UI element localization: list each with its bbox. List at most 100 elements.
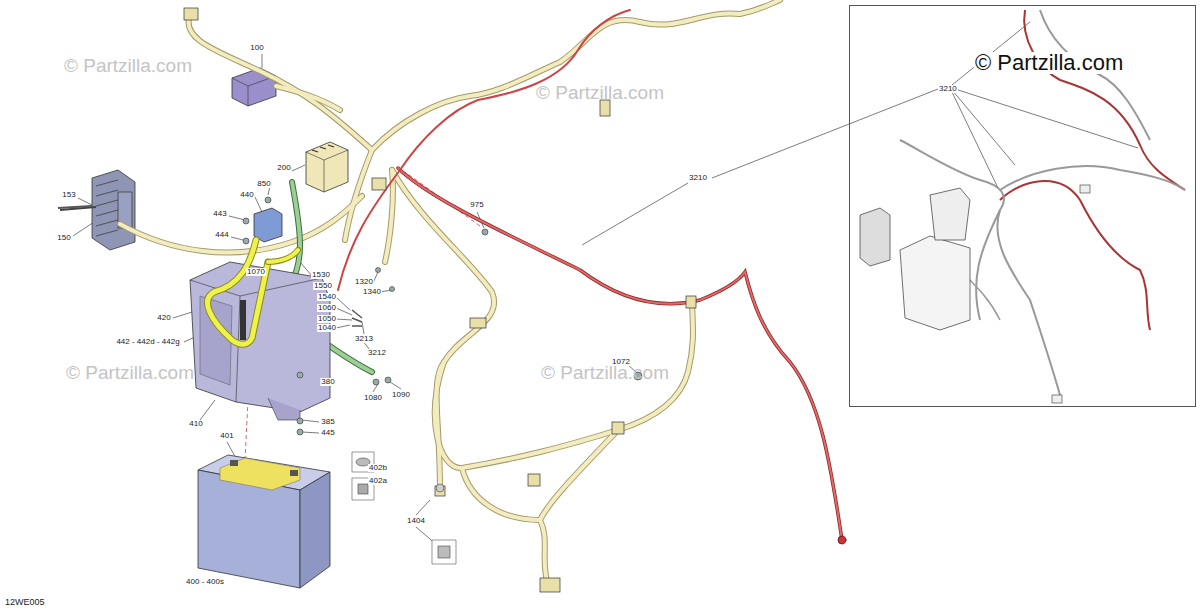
- callout-number: 200: [276, 164, 291, 172]
- drawing-path: [78, 198, 92, 205]
- drawing-path: [120, 196, 362, 252]
- drawing-path: [231, 237, 243, 240]
- drawing-path: [952, 92, 998, 188]
- drawing-rect: [686, 296, 696, 308]
- drawing-rect: [600, 100, 610, 116]
- drawing-path: [1000, 181, 1150, 330]
- callout-number: 153: [61, 191, 76, 199]
- callout-number: 440: [239, 191, 254, 199]
- callout-number: 1530: [311, 271, 331, 279]
- drawing-path: [255, 197, 262, 212]
- drawing-path: [540, 430, 618, 520]
- drawing-path: [200, 296, 232, 385]
- drawing-rect: [1080, 185, 1090, 193]
- leader-lines: [73, 22, 1138, 545]
- drawing-path: [92, 170, 135, 250]
- drawing-circle: [243, 238, 249, 244]
- watermark: © Partzilla.com: [535, 83, 665, 102]
- callout-number: 442 - 442d - 442g: [115, 338, 180, 346]
- hardware-icons: [352, 452, 456, 564]
- callout-number: 402a: [368, 477, 388, 485]
- drawing-rect: [240, 300, 246, 340]
- callout-number: 3212: [367, 349, 387, 357]
- callout-number: 420: [156, 314, 171, 322]
- drawing-circle: [482, 229, 488, 235]
- drawing-rect: [358, 484, 368, 494]
- callout-number: 1090: [391, 391, 411, 399]
- drawing-rect: [528, 474, 540, 486]
- drawing-path: [200, 400, 215, 420]
- drawing-path: [398, 168, 842, 540]
- drawing-path: [345, 150, 372, 240]
- drawing-path: [1040, 10, 1150, 140]
- battery: [198, 455, 330, 588]
- drawing-rect: [432, 540, 456, 564]
- drawing-circle: [390, 287, 395, 292]
- drawing-circle: [297, 429, 303, 435]
- drawing-circle: [297, 418, 303, 424]
- drawing-path: [302, 432, 319, 433]
- drawing-path: [345, 150, 372, 240]
- callout-number: 1550: [313, 282, 333, 290]
- fuse-box: [306, 142, 348, 192]
- drawing-rect: [612, 422, 624, 434]
- callout-number: 150: [56, 234, 71, 242]
- drawing-circle: [297, 372, 303, 378]
- drawing-path: [300, 472, 330, 588]
- drawing-path: [976, 210, 1000, 320]
- drawing-path: [352, 310, 362, 326]
- drawing-path: [900, 140, 1060, 395]
- drawing-rect: [290, 470, 298, 476]
- drawing-path: [390, 382, 401, 389]
- drawing-path: [338, 170, 400, 290]
- drawing-path: [952, 90, 1015, 165]
- drawing-path: [229, 216, 245, 220]
- drawing-path: [462, 468, 548, 585]
- callout-number: 400 - 400s: [185, 578, 225, 586]
- callout-number: 1340: [362, 288, 382, 296]
- drawing-path: [336, 319, 352, 320]
- drawing-rect: [1052, 395, 1062, 403]
- drawing-path: [290, 182, 300, 285]
- drawing-rect: [230, 460, 238, 466]
- callout-number: 1404: [406, 517, 426, 525]
- drawing-path: [208, 240, 268, 344]
- drawing-path: [268, 250, 298, 262]
- red-wire: [338, 10, 846, 544]
- drawing-path: [860, 208, 890, 266]
- drawing-circle: [265, 197, 271, 203]
- watermark-heading: © Partzilla.com: [974, 52, 1124, 74]
- callout-number: 3213: [354, 335, 374, 343]
- drawing-circle: [373, 379, 379, 385]
- fasteners: [58, 197, 642, 435]
- drawing-path: [1024, 10, 1185, 190]
- drawing-path: [336, 325, 350, 328]
- inset-frame: © Partzilla.com 3210: [849, 5, 1196, 407]
- drawing-path: [336, 297, 350, 310]
- drawing-path: [290, 182, 300, 285]
- drawing-circle: [436, 484, 444, 492]
- callout-number: 1540: [317, 293, 337, 301]
- drawing-path: [952, 88, 1138, 148]
- callout-number: 3210: [938, 85, 958, 93]
- drawing-circle: [385, 377, 391, 383]
- drawing-circle: [376, 268, 381, 273]
- callout-number: 1320: [354, 278, 374, 286]
- drawing-rect: [184, 8, 198, 20]
- drawing-path: [712, 89, 938, 178]
- callout-number: 1070: [246, 268, 266, 276]
- callout-number: 444: [214, 231, 229, 239]
- drawing-code: 12WE005: [4, 598, 46, 607]
- drawing-path: [232, 76, 276, 106]
- callout-number: 445: [320, 429, 335, 437]
- drawing-path: [372, 0, 780, 150]
- drawing-path: [188, 15, 372, 150]
- drawing-rect: [540, 578, 560, 592]
- drawing-path: [462, 468, 548, 585]
- callout-number: 402b: [368, 464, 388, 472]
- bracket: [254, 208, 282, 242]
- drawing-path: [198, 470, 300, 588]
- drawing-path: [73, 222, 94, 236]
- drawing-path: [398, 168, 842, 540]
- drawing-path: [188, 15, 372, 150]
